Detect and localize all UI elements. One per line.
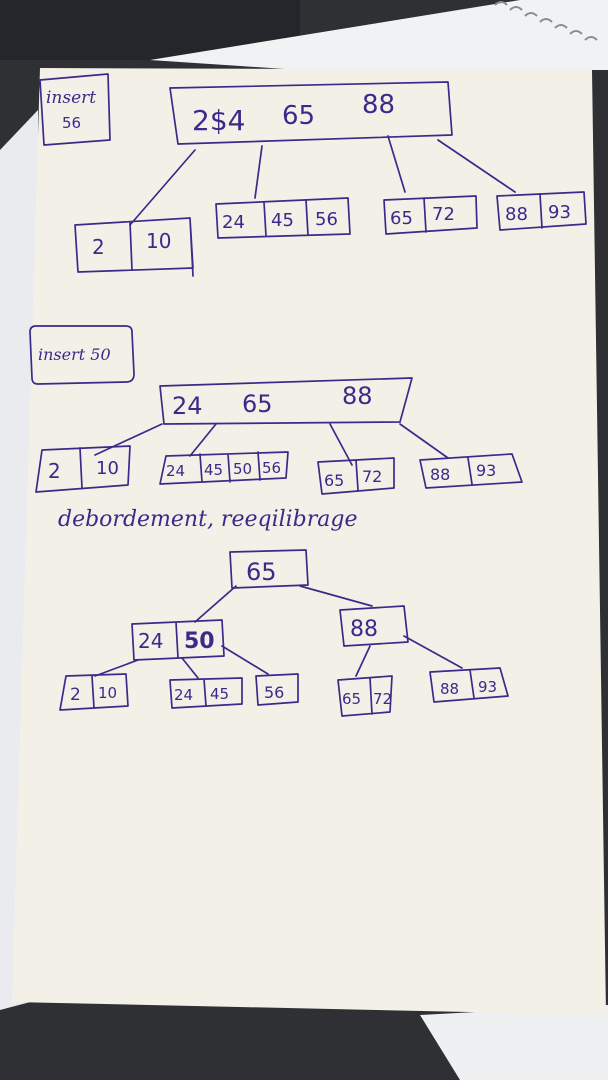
s3-leaf-1 bbox=[169, 677, 243, 709]
s3-leaf-0-key-0: 2 bbox=[70, 685, 81, 705]
s1-leaf-2-key-1: 72 bbox=[432, 204, 455, 225]
s2-leaf-1-key-1: 45 bbox=[204, 461, 223, 479]
s2-leaf-1-key-2: 50 bbox=[233, 460, 252, 478]
s3-edge-r1 bbox=[403, 635, 463, 669]
s3-edge-root-right bbox=[299, 585, 373, 607]
s3-right-key-0: 88 bbox=[350, 617, 378, 642]
insert-56-label-line2: 56 bbox=[62, 114, 81, 132]
s3-root-key-0: 65 bbox=[246, 558, 277, 586]
s2-leaf-0-key-0: 2 bbox=[48, 459, 61, 483]
notebook-page-top bbox=[150, 0, 608, 70]
s3-edge-l2 bbox=[221, 645, 269, 675]
s1-root-key-1: 2$4 bbox=[192, 104, 245, 137]
insert-56-label-box bbox=[39, 73, 111, 146]
s1-leaf-3-key-1: 93 bbox=[548, 202, 571, 223]
s2-root-key-2: 65 bbox=[242, 390, 273, 418]
insert-50-label-box bbox=[29, 325, 135, 385]
s2-leaf-2 bbox=[317, 457, 395, 495]
s3-edge-root-left bbox=[194, 585, 237, 623]
s3-leaf-1-key-0: 24 bbox=[174, 686, 193, 704]
s1-leaf-0 bbox=[74, 217, 194, 277]
s1-leaf-2 bbox=[383, 195, 478, 235]
s1-edge-1 bbox=[254, 145, 263, 199]
s3-edge-l0 bbox=[94, 659, 139, 677]
s3-leaf-3 bbox=[337, 675, 393, 717]
s2-leaf-0-key-1: 10 bbox=[96, 458, 119, 479]
s2-leaf-2-key-0: 65 bbox=[324, 471, 344, 490]
s2-edge-3 bbox=[399, 423, 449, 459]
s3-leaf-2-key-0: 56 bbox=[264, 683, 284, 702]
insert-56-label-line1: insert bbox=[46, 88, 96, 108]
s3-leaf-1-key-1: 45 bbox=[210, 685, 229, 703]
s2-edge-2 bbox=[329, 423, 353, 466]
s3-leaf-4 bbox=[429, 667, 509, 703]
s3-left-internal-node bbox=[131, 619, 225, 661]
s1-root-key-3: 88 bbox=[362, 90, 395, 120]
s1-leaf-2-key-0: 65 bbox=[390, 208, 413, 229]
grid-paper-bottom bbox=[420, 1005, 608, 1080]
s3-leaf-3-key-1: 72 bbox=[373, 690, 392, 708]
s2-root-key-3: 88 bbox=[342, 382, 373, 410]
s3-leaf-0 bbox=[59, 673, 129, 711]
s3-leaf-2 bbox=[255, 673, 299, 706]
s1-leaf-1-key-2: 56 bbox=[315, 209, 338, 230]
s1-edge-3 bbox=[437, 139, 516, 193]
s1-leaf-3 bbox=[496, 191, 587, 231]
s2-leaf-3-key-1: 93 bbox=[476, 461, 496, 480]
s2-leaf-1-key-0: 24 bbox=[166, 462, 185, 480]
s1-leaf-3-key-0: 88 bbox=[505, 204, 528, 225]
s3-leaf-4-key-0: 88 bbox=[440, 680, 459, 698]
insert-50-label: insert 50 bbox=[38, 345, 111, 364]
s2-leaf-3 bbox=[419, 453, 523, 489]
section2-diagram: insert 50 24 65 88 2 10 24 45 50 56 65 7… bbox=[29, 325, 523, 532]
s1-leaf-0-key-1: 10 bbox=[146, 229, 171, 253]
s2-edge-1 bbox=[189, 423, 217, 457]
s1-edge-0 bbox=[129, 149, 196, 226]
s1-root-key-2: 65 bbox=[282, 101, 315, 131]
s3-leaf-3-key-0: 65 bbox=[342, 690, 361, 708]
s3-right-internal-node bbox=[339, 605, 409, 647]
s1-leaf-1-key-0: 24 bbox=[222, 212, 245, 233]
s1-edge-2 bbox=[387, 135, 406, 193]
s2-note: debordement, reeqilibrage bbox=[58, 507, 358, 532]
s1-leaf-0-key-0: 2 bbox=[92, 235, 105, 259]
s3-leaf-0-key-1: 10 bbox=[98, 684, 117, 702]
s2-root-node bbox=[159, 377, 413, 425]
s3-left-key-1: 50 bbox=[184, 629, 215, 654]
s2-edge-0 bbox=[94, 423, 163, 456]
s3-edge-l1 bbox=[181, 657, 199, 679]
spiral-binding bbox=[494, 1, 598, 41]
s1-leaf-1 bbox=[215, 197, 351, 239]
s1-root-node bbox=[169, 81, 453, 145]
s2-leaf-3-key-0: 88 bbox=[430, 465, 450, 484]
section1-diagram: insert 56 2$4 65 88 2 10 24 45 56 65 72 … bbox=[39, 73, 587, 277]
s3-leaf-4-key-1: 93 bbox=[478, 678, 497, 696]
s2-leaf-2-key-1: 72 bbox=[362, 467, 382, 486]
s2-root-key-1: 24 bbox=[172, 392, 203, 420]
s1-leaf-1-key-1: 45 bbox=[271, 210, 294, 231]
s3-edge-r0 bbox=[355, 645, 371, 677]
s3-root-node bbox=[229, 549, 309, 589]
s2-leaf-1 bbox=[159, 451, 289, 485]
s2-leaf-1-key-3: 56 bbox=[262, 459, 281, 477]
section3-diagram: 65 24 50 88 2 10 24 45 56 65 72 88 bbox=[59, 549, 509, 717]
paper-sheet bbox=[12, 68, 606, 1015]
s3-left-key-0: 24 bbox=[138, 629, 163, 653]
s2-leaf-0 bbox=[35, 445, 131, 493]
